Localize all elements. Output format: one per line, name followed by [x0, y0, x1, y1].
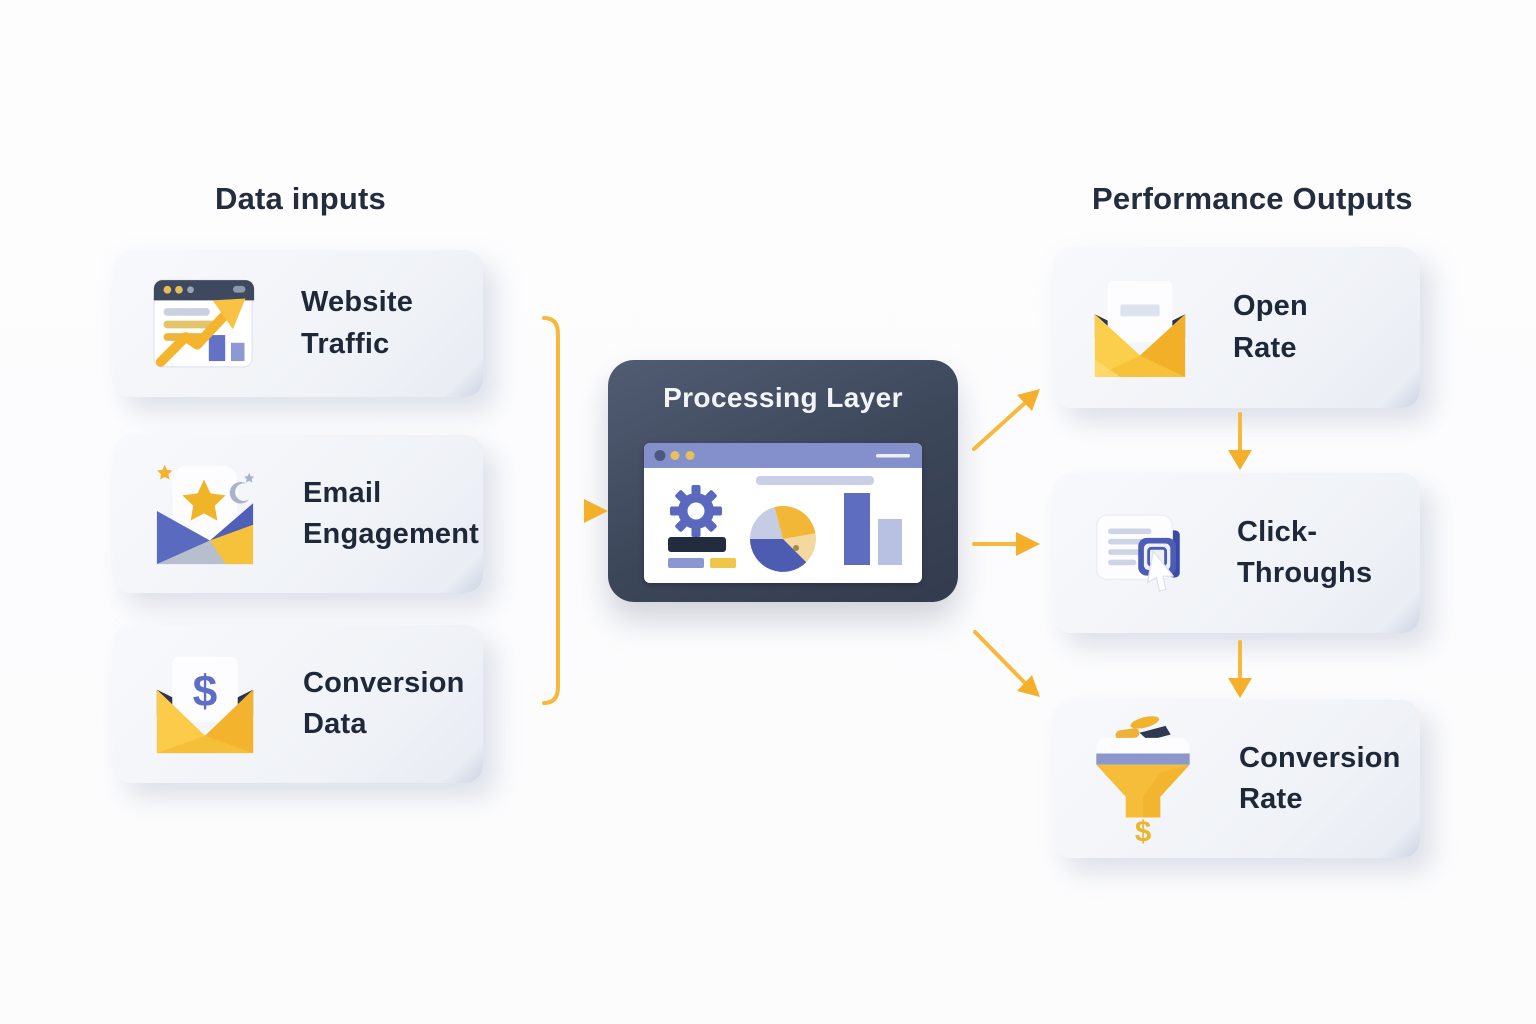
output-card-label: Conversion Rate: [1239, 741, 1401, 815]
input-card-label: Conversion Data: [303, 666, 465, 740]
output-card-click-throughs: Click- Throughs: [1053, 473, 1420, 633]
dashboard-illustration: [644, 443, 922, 583]
output-card-label: Open Rate: [1233, 290, 1308, 364]
gear-icon: [670, 485, 722, 537]
funnel-items: [1115, 716, 1171, 741]
output-card-open-rate: Open Rate: [1053, 247, 1420, 408]
website-traffic-icon: [151, 275, 257, 372]
processing-layer-card: Processing Layer: [608, 360, 958, 602]
input-card-label: Email Engagement: [303, 476, 480, 550]
input-card-label: Website Traffic: [301, 286, 414, 360]
open-rate-icon: [1091, 279, 1189, 377]
input-bracket-line: [542, 316, 560, 705]
inputs-heading: Data inputs: [215, 181, 386, 216]
bar-chart-icon: [844, 493, 902, 565]
cursor-icon: [1146, 550, 1174, 592]
svg-text:$: $: [193, 667, 218, 716]
conversion-data-icon: $: [151, 653, 259, 755]
dollar-sign: $: [193, 667, 218, 716]
email-engagement-icon: [151, 460, 259, 568]
processing-to-conversion-rate-arrow: [973, 630, 1027, 685]
click-throughs-icon: [1091, 502, 1193, 604]
input-card-conversion-data: $ Conversion Data: [113, 625, 483, 783]
dollar-sign: $: [1135, 816, 1151, 846]
processing-to-open-rate-arrow: [972, 401, 1027, 451]
output-card-conversion-rate: $ Conversion Rate: [1053, 700, 1420, 858]
pie-chart-icon: [750, 505, 816, 572]
svg-text:$: $: [1135, 816, 1151, 846]
conversion-rate-icon: $: [1091, 712, 1195, 846]
input-card-website-traffic: Website Traffic: [113, 250, 483, 397]
outputs-heading: Performance Outputs: [1092, 181, 1413, 216]
output-card-label: Click- Throughs: [1237, 515, 1373, 589]
input-card-email-engagement: Email Engagement: [113, 435, 483, 593]
processing-layer-title: Processing Layer: [663, 382, 903, 413]
